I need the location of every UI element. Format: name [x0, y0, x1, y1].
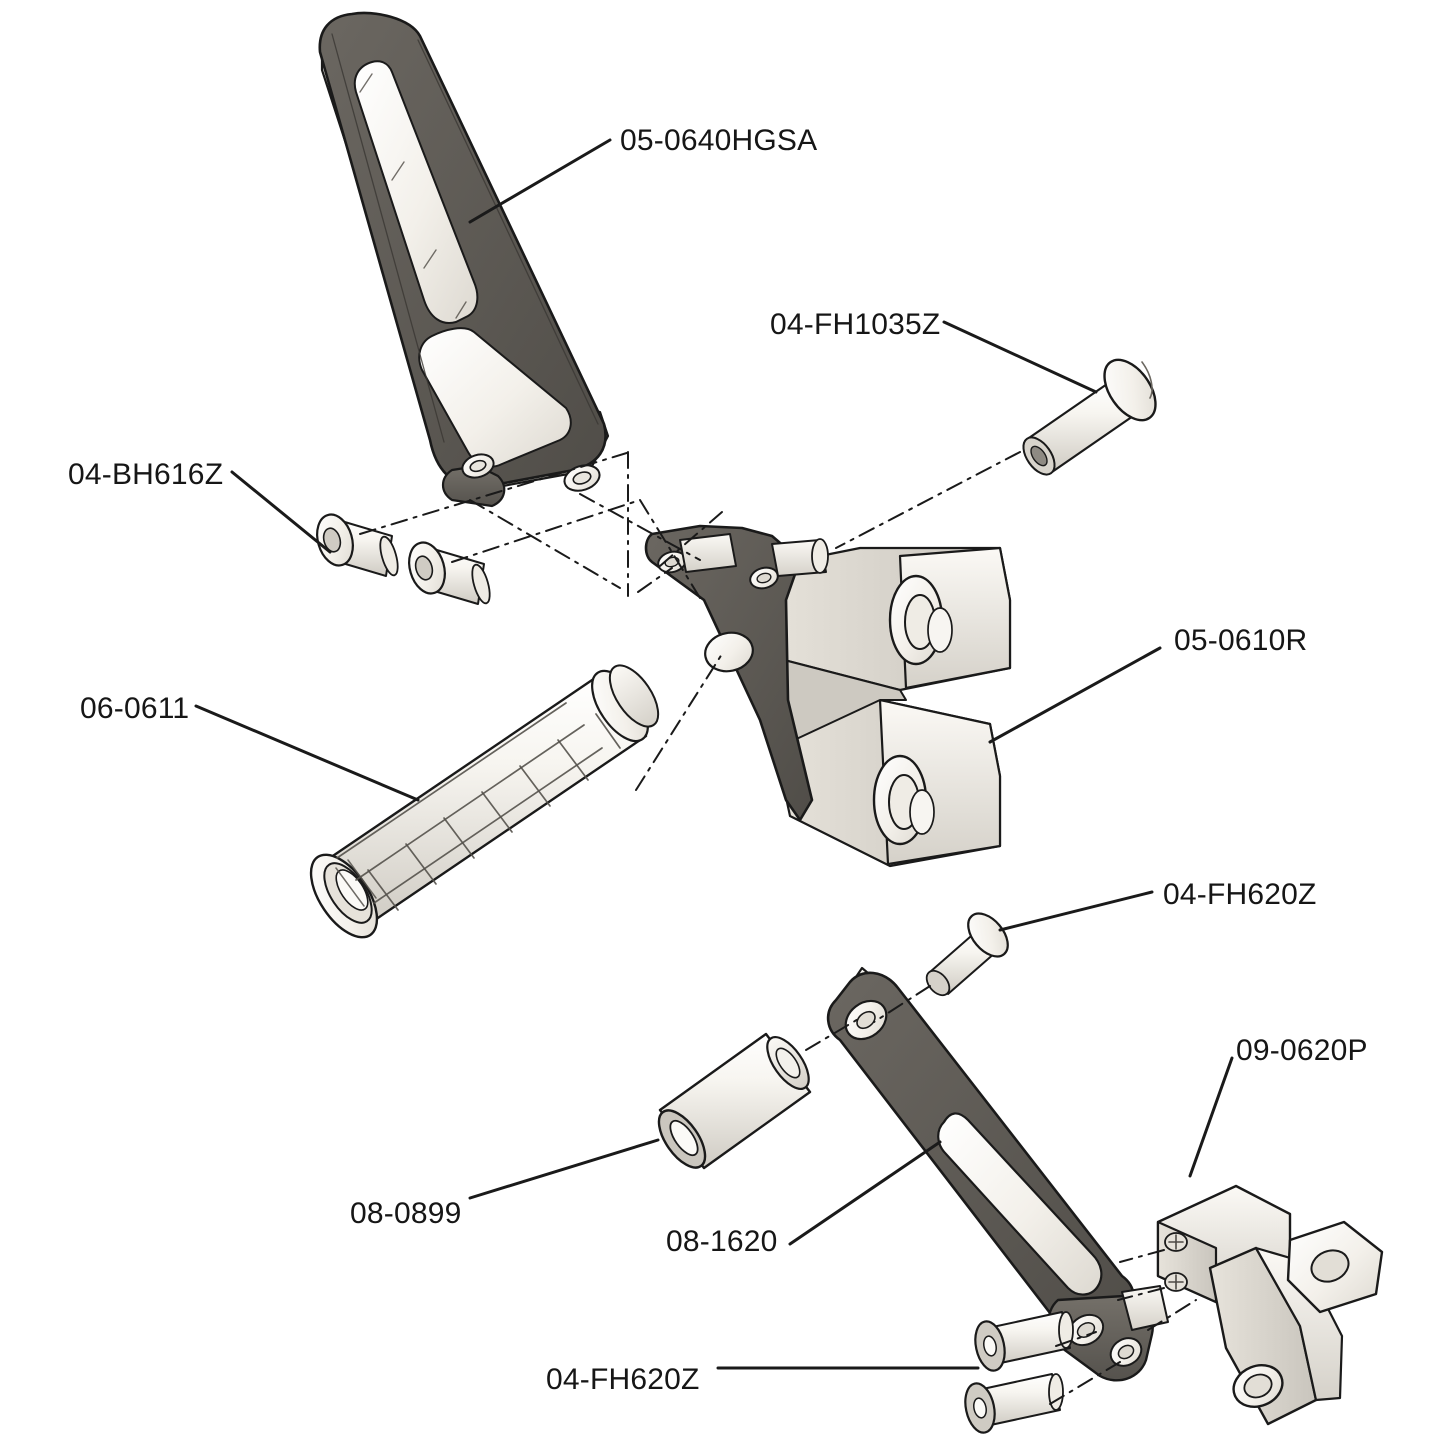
- label-bolt-fh1035z: 04-FH1035Z: [770, 308, 941, 341]
- part-bolt-04-FH620Z-lower-a[interactable]: [971, 1311, 1074, 1373]
- part-footpeg-06-0611[interactable]: [298, 657, 668, 948]
- part-bolt-04-FH620Z-upper[interactable]: [922, 906, 1015, 999]
- leader-spacer: [468, 1138, 660, 1200]
- label-heel-guard: 05-0640HGSA: [620, 124, 818, 157]
- part-bolt-04-FH620Z-lower-b[interactable]: [961, 1373, 1064, 1435]
- leader-bolt-fh620z-upper: [998, 890, 1154, 932]
- label-bolt-bh616z: 04-BH616Z: [68, 458, 224, 491]
- part-heel-guard-05-0640HGSA[interactable]: [318, 11, 610, 508]
- part-spacer-08-0899[interactable]: [650, 1030, 817, 1175]
- leader-shift-rod-end: [1188, 1056, 1234, 1178]
- part-rod-end-09-0620P[interactable]: [1156, 1184, 1384, 1426]
- label-footpeg: 06-0611: [80, 692, 190, 725]
- part-bolt-04-BH616Z-b[interactable]: [403, 538, 493, 605]
- label-shift-lever: 08-1620: [666, 1225, 778, 1258]
- leader-footpeg: [194, 704, 420, 802]
- leader-bolt-bh616z: [230, 470, 332, 554]
- leader-main-bracket: [988, 646, 1162, 744]
- label-main-bracket: 05-0610R: [1174, 624, 1308, 657]
- leader-heel-guard: [468, 138, 612, 224]
- leader-lines: [194, 138, 1234, 1370]
- label-bolt-fh620z-lower: 04-FH620Z: [546, 1363, 700, 1396]
- part-shift-lever-08-1620[interactable]: [826, 966, 1169, 1382]
- leader-bolt-fh1035z: [942, 320, 1098, 394]
- part-bolt-04-BH616Z-a[interactable]: [311, 510, 401, 577]
- part-main-bracket-05-0610R[interactable]: [644, 524, 1012, 868]
- label-bolt-fh620z-upper: 04-FH620Z: [1163, 878, 1317, 911]
- leader-shift-lever: [788, 1140, 942, 1246]
- label-spacer: 08-0899: [350, 1197, 462, 1230]
- alignment-axes: [359, 451, 1197, 1405]
- label-shift-rod-end: 09-0620P: [1236, 1034, 1368, 1067]
- part-bolt-04-FH1035Z[interactable]: [1017, 351, 1166, 480]
